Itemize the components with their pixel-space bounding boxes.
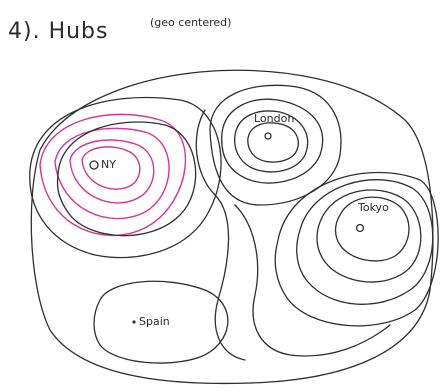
ny-hub: NY: [30, 98, 221, 258]
london-marker: [265, 133, 271, 139]
tokyo-hub: Tokyo: [275, 173, 438, 326]
other-marker: [132, 320, 135, 323]
ny-contour-3: [70, 140, 154, 203]
tokyo-marker: [357, 225, 364, 232]
other-label: Spain: [139, 315, 170, 328]
other-hub: Spain: [94, 281, 228, 363]
london-contour-3: [248, 123, 298, 162]
london-hub: London: [210, 85, 341, 205]
london-label: London: [254, 112, 294, 125]
ny-outer-contour-2: [58, 122, 196, 236]
london-contour-4: [210, 85, 341, 205]
ny-marker: [90, 161, 98, 169]
central-divider-1: [196, 110, 245, 360]
tokyo-label: Tokyo: [357, 201, 389, 214]
central-divider-2: [235, 205, 390, 356]
ny-contour-1: [40, 114, 185, 235]
diagram-subtitle: (geo centered): [150, 16, 231, 29]
tokyo-contour-4: [275, 173, 438, 326]
diagram-title: 4). Hubs: [8, 19, 108, 44]
ny-label: NY: [101, 158, 116, 171]
